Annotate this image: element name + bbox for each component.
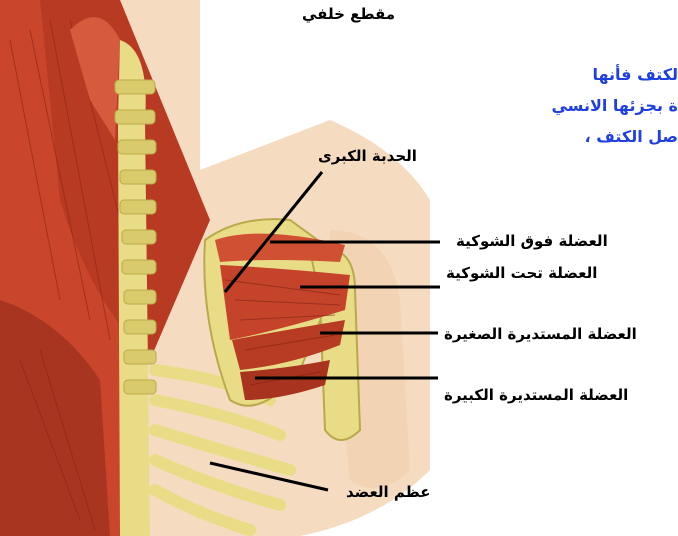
label-humerus: عظم العضد [346, 483, 431, 501]
figure-title: مقطع خلفي [302, 5, 395, 23]
blue-text-line-1: لكتف فأنها [592, 65, 678, 84]
label-teres-minor: العضلة المستديرة الصغيرة [444, 325, 637, 343]
label-supraspinatus: العضلة فوق الشوكية [456, 232, 608, 250]
blue-text-line-3: صل الكتف ، [585, 127, 678, 146]
blue-text-line-2: ة بجزئها الانسي [551, 96, 678, 115]
label-greater-tubercle: الحدبة الكبرى [318, 147, 417, 165]
label-teres-major: العضلة المستديرة الكبيرة [444, 386, 628, 404]
label-infraspinatus: العضلة تحت الشوكية [446, 264, 597, 282]
